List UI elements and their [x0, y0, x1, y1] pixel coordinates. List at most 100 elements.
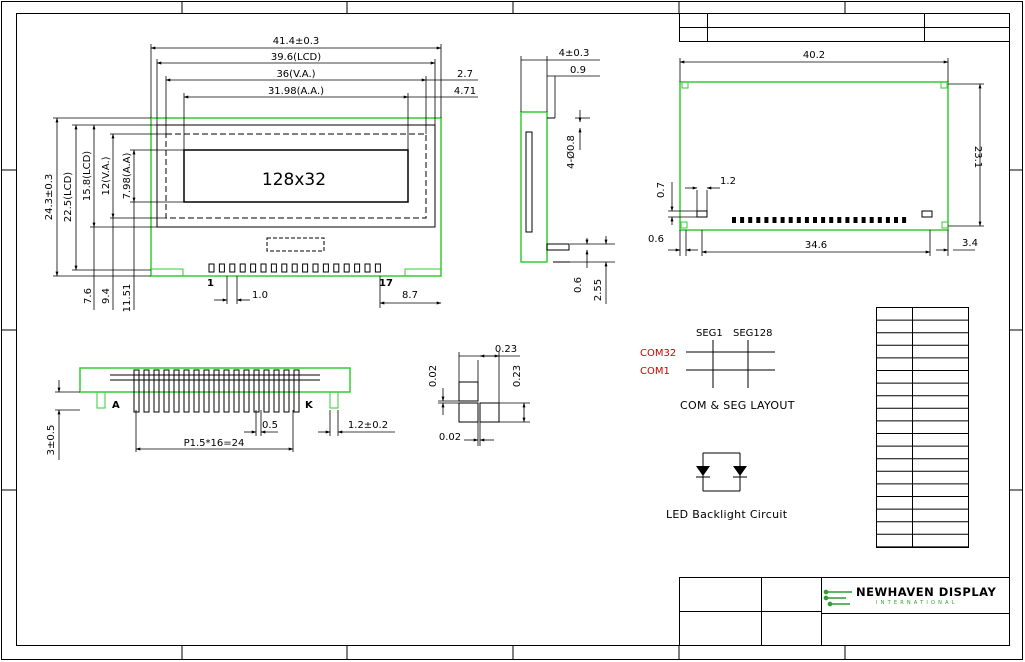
bottom-pin: [223, 369, 230, 413]
front-pin: [218, 263, 225, 273]
newhaven-logo: NEWHAVEN DISPLAY INTERNATIONAL: [823, 585, 996, 607]
bottom-pin: [273, 369, 280, 413]
side-view: 4±0.3 0.9 4-Ø0.8 0.6 2.55: [520, 48, 615, 304]
bottom-pin: [203, 369, 210, 413]
dim-bottom-pin-gap: 1.2±0.2: [348, 420, 388, 431]
dim-pin-b: 2.55: [593, 279, 604, 301]
view-area: [165, 133, 427, 219]
front-pin: [364, 263, 371, 273]
bottom-pin-row: [133, 369, 300, 413]
dim-pixel-gap-h: 0.02: [439, 432, 461, 443]
lcd-bezel: [156, 124, 436, 228]
front-pin: [291, 263, 298, 273]
back-pin: [861, 217, 866, 223]
bottom-pin: [193, 369, 200, 413]
pin-1-label: 1: [207, 278, 214, 289]
dim-aa-height: 7.98(A.A): [122, 153, 133, 200]
dim-aa-width: 31.98(A.A.): [268, 86, 324, 97]
pixel-detail: 0.23 0.23 0.02 0.02: [428, 344, 530, 446]
back-pin: [877, 217, 882, 223]
back-pin: [821, 217, 826, 223]
seg1-label: SEG1: [696, 328, 723, 339]
dim-bottom-pin-width: 0.5: [262, 420, 278, 431]
bottom-pin: [263, 369, 270, 413]
front-pin: [322, 263, 329, 273]
dim-back-span: 34.6: [805, 240, 827, 251]
com-seg-layout: SEG1 SEG128 COM32 COM1 COM & SEG LAYOUT: [640, 328, 795, 412]
back-pin: [902, 217, 907, 223]
pin-17-label: 17: [379, 278, 393, 289]
dim-holes: 4-Ø0.8: [565, 135, 577, 169]
anode-label: A: [112, 400, 120, 411]
bottom-pin: [183, 369, 190, 413]
title-block: [679, 577, 1010, 646]
dim-bottom-c: 11.51: [122, 284, 133, 313]
backlight-circuit: LED Backlight Circuit: [666, 452, 787, 521]
dim-right-edge: 8.7: [402, 290, 418, 301]
bottom-pin: [133, 369, 140, 413]
back-pin: [869, 217, 874, 223]
dim-bottom-b: 9.4: [101, 288, 112, 304]
bottom-pin: [163, 369, 170, 413]
front-pin: [281, 263, 288, 273]
back-pin: [837, 217, 842, 223]
back-pin: [756, 217, 761, 223]
front-pin: [229, 263, 236, 273]
back-pin: [740, 217, 745, 223]
dim-pixel-gap-v: 0.02: [428, 365, 439, 387]
bottom-pin: [293, 369, 300, 413]
back-pin: [894, 217, 898, 223]
front-pin: [250, 263, 257, 273]
front-pin: [354, 263, 361, 273]
front-pin: [239, 263, 246, 273]
back-pin: [853, 217, 858, 223]
back-pin: [845, 217, 850, 223]
dim-outline-height: 24.3±0.3: [44, 174, 55, 221]
dim-back-width: 40.2: [803, 50, 825, 61]
bottom-pin: [213, 369, 220, 413]
back-pin: [732, 217, 736, 223]
dim-bottom-height: 3±0.5: [46, 425, 57, 456]
dim-pin-pitch: 1.0: [252, 290, 268, 301]
com32-label: COM32: [640, 348, 676, 359]
ic-outline: [266, 237, 325, 252]
diode-right-icon: [733, 466, 747, 476]
back-pin: [780, 217, 785, 223]
bottom-pin: [283, 369, 290, 413]
back-pin: [804, 217, 809, 223]
dim-glass: 0.9: [570, 65, 586, 76]
front-pin: [333, 263, 340, 273]
bottom-pin: [253, 369, 260, 413]
front-pin: [208, 263, 215, 273]
com-seg-caption: COM & SEG LAYOUT: [680, 399, 795, 412]
back-view: 40.2 23.1 0.7 1.2 0.6 34.6 3.4: [648, 50, 984, 256]
dim-lcd2-height: 15.8(LCD): [82, 151, 93, 201]
circuit-logo-icon: [823, 589, 852, 607]
front-pin: [270, 263, 277, 273]
back-pin: [885, 217, 890, 223]
logo-subtext: INTERNATIONAL: [876, 600, 958, 606]
dim-pixel-height: 0.23: [512, 365, 523, 387]
dim-back-height: 23.1: [972, 146, 983, 168]
dim-bottom-a: 7.6: [83, 288, 94, 304]
dim-pad-height: 0.7: [656, 182, 667, 198]
front-pin: [374, 263, 381, 273]
bottom-pin: [153, 369, 160, 413]
bottom-pin: [173, 369, 180, 413]
front-pin: [302, 263, 309, 273]
dim-pin-a: 0.6: [573, 277, 584, 293]
resolution-label: 128x32: [262, 170, 326, 190]
back-pin: [829, 217, 834, 223]
revision-block: [679, 13, 1010, 42]
diode-left-icon: [696, 466, 710, 476]
dim-va-height: 12(V.A.): [101, 156, 112, 195]
bottom-view: A K 3±0.5 0.5 P1.5*16=24 1.2±0.2: [46, 367, 395, 460]
dim-bottom-pitch: P1.5*16=24: [184, 438, 245, 449]
dim-outline-width: 41.4±0.3: [273, 36, 320, 47]
dim-back-right: 3.4: [962, 238, 978, 249]
dim-pixel-width: 0.23: [495, 344, 517, 355]
dim-back-left: 0.6: [648, 234, 664, 245]
back-pin: [748, 217, 753, 223]
dim-lcd-width: 39.6(LCD): [271, 52, 321, 63]
logo-text: NEWHAVEN DISPLAY: [856, 585, 996, 599]
